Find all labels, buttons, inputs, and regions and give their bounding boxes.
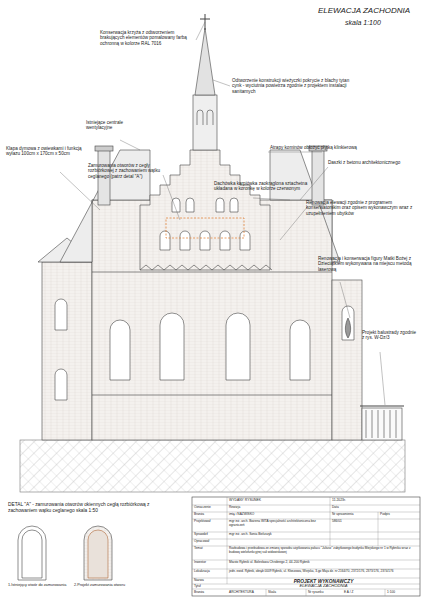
title-block-cell: ELEWACJA ZACHODNIA bbox=[229, 584, 418, 589]
title-block-cell: Temat bbox=[194, 547, 227, 551]
title-block-cell: mgr inż. arch. Sonia Bieluszyk bbox=[229, 533, 329, 537]
title-block-cell: Rewizja bbox=[229, 506, 329, 510]
title-block-cell: 1:100 bbox=[387, 591, 419, 595]
callout-note: Odtworzenie konstrukcji wieżyczki pokryc… bbox=[232, 78, 350, 94]
title-block-cell: Projektował bbox=[194, 520, 227, 524]
title-block-cell: Nr uprawnienia bbox=[332, 513, 377, 517]
title-block-cell: Branża bbox=[194, 591, 227, 595]
title-block-cell: Branża bbox=[194, 513, 227, 517]
callout-note: Istniejące centrale wentylacyjne bbox=[86, 120, 148, 131]
title-block-cell: mgr inż. arch. Bożena WITA specjalność a… bbox=[229, 520, 329, 527]
title-block-cell: Miasto Rybnik ul. Bolesława Chrobrego 2,… bbox=[229, 561, 418, 565]
callout-note: Zamurowania otworów z cegły rozbiórkowej… bbox=[88, 163, 164, 179]
title-block-cell: Lokalizacja bbox=[194, 570, 227, 574]
callout-note: Konserwacja krzyża z odtworzeniem brakuj… bbox=[100, 30, 195, 46]
callout-note: Projekt balustrady zgodnie z rys. W-Dz/3 bbox=[362, 330, 418, 341]
title-block-cell: Opracował bbox=[194, 540, 227, 544]
title-block-cell: Inwestor bbox=[194, 561, 227, 565]
title-block-cell: Podpis bbox=[380, 513, 418, 517]
callout-note: Daszki z betonu architektonicznego bbox=[328, 160, 412, 165]
title-block-cell: WYDANY RYSUNEK bbox=[229, 499, 329, 503]
callout-note: Dachówka karpiówka zaokrąglona sztachetn… bbox=[214, 181, 314, 192]
callout-note: Renowacja elewacji zgodnie z programem k… bbox=[306, 200, 414, 216]
title-block-cell: ARCHITEKTURA bbox=[229, 591, 266, 595]
title-block-cell: Rozbudowa i przebudowa ze zmianą sposobu… bbox=[229, 547, 418, 554]
title-block-cell: imię i NAZWISKO bbox=[229, 513, 329, 517]
title-block-cell: Nazwa bbox=[194, 579, 227, 583]
title-block-cell: 586/01 bbox=[332, 520, 377, 524]
title-block-cell: Skala bbox=[268, 591, 305, 595]
callout-note: skala 1:100 bbox=[345, 19, 415, 27]
title-block-cell: jedn. ewid. Rybnik, obręb 0009 Rybnik, u… bbox=[229, 570, 418, 574]
callout-note: Atrapy kominów obłożyć płytką klinkierow… bbox=[270, 145, 362, 150]
detail-note: DETAL "A" - zamurowania otworów okiennyc… bbox=[8, 502, 178, 513]
sheet-title: ELEWACJA ZACHODNIA bbox=[318, 6, 422, 15]
title-block-cell: E A / Z bbox=[344, 591, 384, 595]
detail-note: 2.Projekt zamurowania otworu bbox=[74, 583, 136, 587]
title-block-cell: Data bbox=[332, 506, 377, 510]
title-block-cell: Tytuł bbox=[194, 585, 227, 589]
callout-note: Klapa dymowa z owiewkami i funkcją wyłaz… bbox=[6, 146, 88, 157]
title-block-cell: Nr rysunku bbox=[308, 591, 342, 595]
title-block-cell: 11.2023r. bbox=[332, 499, 377, 503]
title-block-cell: Sprawdził bbox=[194, 533, 227, 537]
title-block-cell: Oznaczenie bbox=[194, 506, 227, 510]
detail-note: 1.Istniejący otwór do zamurowania bbox=[8, 583, 68, 587]
callout-note: Renowacja i konserwacja figury Matki Boż… bbox=[318, 256, 416, 272]
